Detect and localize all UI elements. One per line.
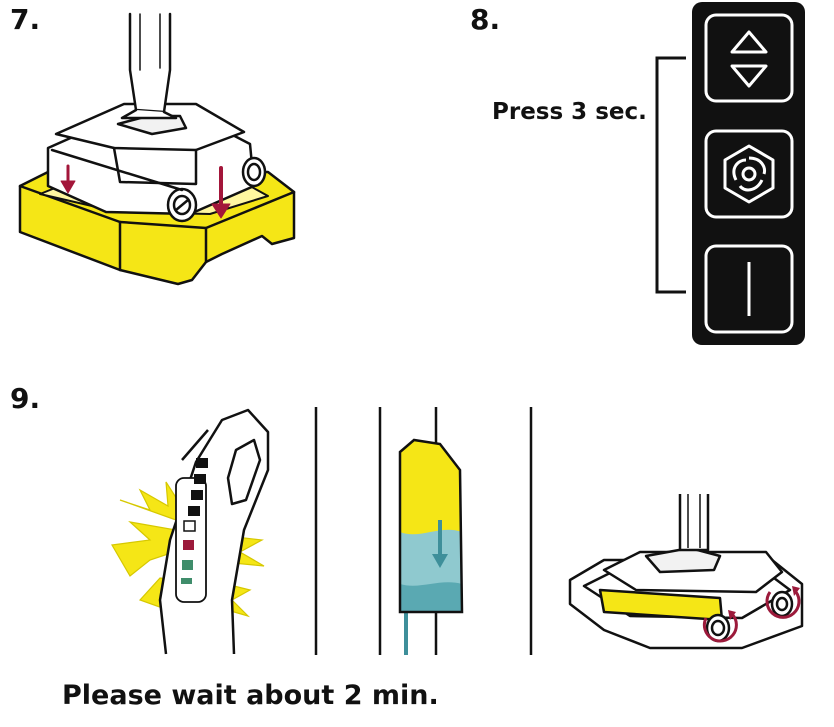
wait-instruction: Please wait about 2 min.: [62, 680, 439, 711]
step-7-illustration: [18, 12, 296, 286]
up-down-arrows-button[interactable]: [704, 13, 794, 103]
press-duration-label: Press 3 sec.: [492, 99, 647, 125]
control-panel: [692, 2, 805, 345]
power-button[interactable]: [704, 244, 794, 334]
status-indicator-4: [181, 578, 192, 584]
down-arrows: [60, 164, 231, 219]
status-light-panel: [111, 408, 270, 655]
turbine-mode-icon: [723, 144, 775, 204]
step-8-illustration: [655, 2, 805, 345]
mode-button[interactable]: [704, 129, 794, 219]
handle: [678, 494, 710, 552]
tank-panel: [378, 407, 464, 655]
status-indicator-1: [183, 520, 196, 532]
step-9-dividers: [314, 407, 533, 655]
rotation-arrows: [702, 591, 801, 643]
step-7-number: 7.: [10, 3, 41, 36]
status-indicator-2: [183, 540, 194, 550]
bracket: [655, 56, 686, 294]
step-9-number: 9.: [10, 382, 41, 415]
rotating-rollers-panel: [568, 494, 804, 650]
step-8-number: 8.: [470, 3, 501, 36]
up-down-arrows-icon: [730, 30, 768, 88]
status-indicator-3: [182, 560, 193, 570]
handle: [128, 12, 172, 114]
